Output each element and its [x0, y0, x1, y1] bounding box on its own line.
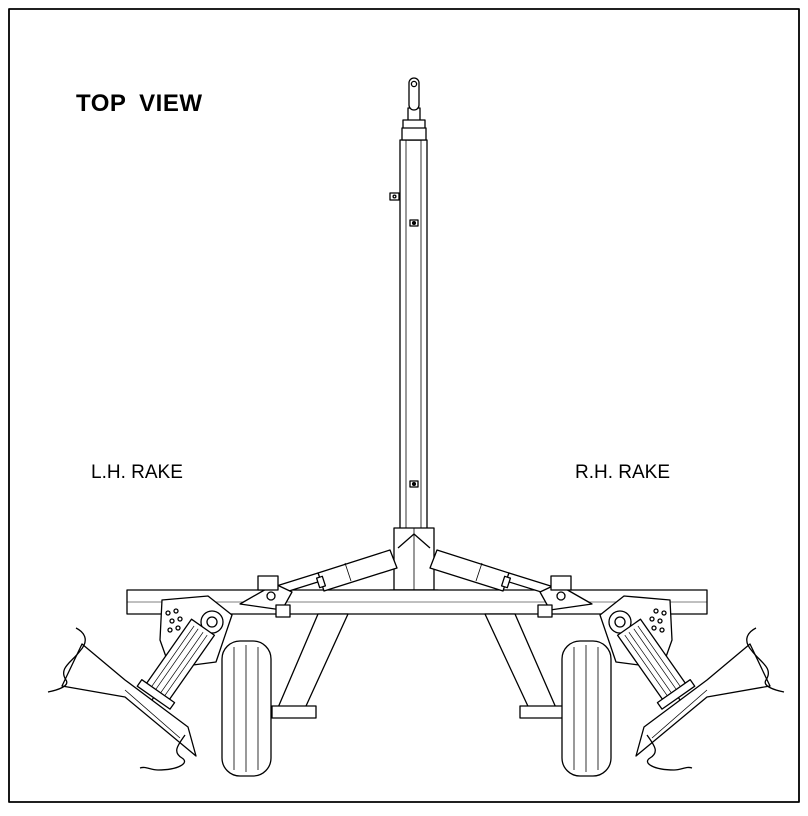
- left-lower-bracket: [276, 605, 290, 617]
- left-pivot-bracket: [258, 576, 278, 590]
- left-rake-arm: [48, 628, 196, 770]
- right-rake-label: R.H. RAKE: [575, 462, 671, 483]
- right-axle-strut: [485, 614, 564, 718]
- left-hydraulic-cylinder: [240, 550, 397, 610]
- right-pivot-bracket: [551, 576, 571, 590]
- drawing-frame: [9, 9, 799, 802]
- right-lower-bracket: [538, 605, 552, 617]
- left-rake-mount: [131, 596, 232, 717]
- left-axle-strut: [272, 614, 348, 718]
- right-rake-mount: [600, 596, 701, 717]
- right-wheel: [562, 641, 611, 776]
- view-title: TOP VIEW: [76, 90, 203, 117]
- right-rake-arm: [636, 628, 784, 770]
- hitch-tongue: [390, 78, 427, 540]
- left-wheel: [222, 641, 271, 776]
- left-rake-label: L.H. RAKE: [91, 462, 183, 483]
